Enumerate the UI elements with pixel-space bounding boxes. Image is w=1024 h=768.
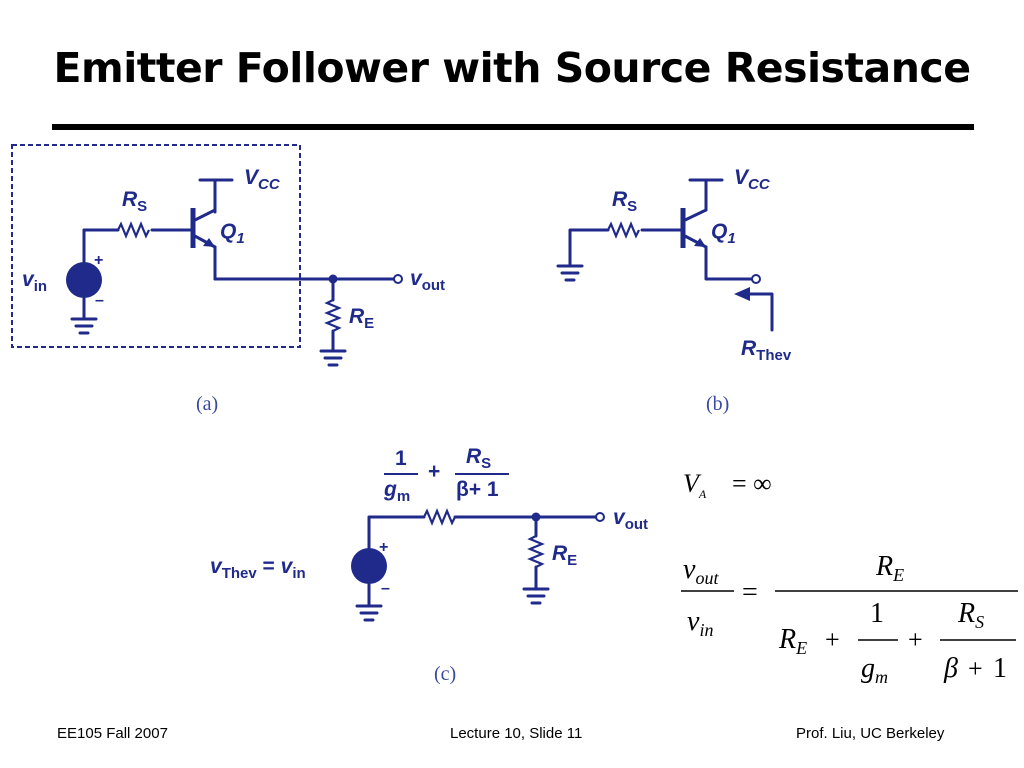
output-terminal-b — [751, 274, 761, 284]
source-top-wire-c — [367, 515, 426, 550]
frac1-denominator: gm — [383, 478, 410, 505]
vin-label-a: vin — [22, 268, 47, 295]
va-rhs: = ∞ — [732, 469, 772, 498]
rs-lead-left-b — [568, 228, 610, 267]
q1-label-b: Q1 — [711, 220, 736, 247]
footer-course: EE105 Fall 2007 — [57, 725, 168, 742]
circuit-c: 1 gm + RS β+ 1 vout RE + – — [210, 445, 648, 685]
vin-source-a — [66, 262, 102, 298]
q1-label-a: Q1 — [220, 220, 245, 247]
frac1-numerator: 1 — [395, 447, 407, 470]
gain-den-beta: β — [943, 653, 958, 684]
vcc-label-b: VCC — [734, 166, 771, 193]
emitter-output-wire-b — [704, 245, 754, 281]
gain-equation: vout vin = RE RE + 1 gm + RS β + 1 — [681, 551, 1018, 687]
source-minus-c: – — [381, 580, 390, 597]
vthev-source-c — [351, 548, 387, 584]
rthev-label-b: RThev — [741, 337, 792, 364]
circuit-b: VCC Q1 RS RThev (b) — [556, 166, 792, 415]
slide-title: Emitter Follower with Source Resistance — [53, 44, 971, 92]
q1-emitter-arrow-a — [203, 238, 215, 247]
gain-den-re: RE — [778, 624, 807, 658]
gain-den-gm: gm — [861, 653, 888, 687]
gain-den-beta-one: 1 — [993, 653, 1007, 684]
ground-icon — [522, 587, 550, 605]
re-resistor-c — [527, 535, 545, 568]
gain-den-plus3: + — [968, 654, 983, 683]
gain-den-rs: RS — [957, 598, 984, 632]
rs-label-b: RS — [612, 188, 637, 215]
footer-author: Prof. Liu, UC Berkeley — [796, 725, 945, 742]
vcc-label-a: VCC — [244, 166, 281, 193]
gain-lhs-numerator: vout — [683, 554, 719, 588]
caption-b: (b) — [706, 393, 729, 415]
footer-slide-number: Lecture 10, Slide 11 — [450, 725, 583, 742]
output-terminal-c — [595, 512, 605, 522]
rs-resistor-b — [607, 221, 640, 239]
vthev-label-c: vThev = vin — [210, 555, 306, 582]
caption-a: (a) — [196, 393, 218, 415]
gain-den-plus1: + — [825, 625, 840, 654]
gain-rhs-numerator: RE — [875, 551, 904, 585]
re-label-c: RE — [552, 542, 577, 569]
frac2-denominator: β+ 1 — [456, 478, 499, 501]
frac2-numerator: RS — [466, 445, 491, 472]
gain-equals: = — [742, 577, 758, 608]
rthev-arrow-head — [734, 287, 750, 301]
source-minus-a: – — [95, 292, 104, 309]
gain-lhs-denominator: vin — [687, 606, 713, 640]
q1-emitter-arrow-b — [694, 238, 706, 247]
output-terminal-a — [393, 274, 403, 284]
gain-den-one: 1 — [870, 598, 884, 629]
rs-label-a: RS — [122, 188, 147, 215]
source-plus-a: + — [94, 252, 103, 269]
circuit-a: VCC Q1 RS + – vin vout RE — [11, 144, 445, 415]
ground-icon — [355, 604, 383, 622]
re-resistor-a — [324, 299, 342, 332]
ground-icon — [70, 317, 98, 335]
title-divider — [52, 124, 974, 130]
caption-c: (c) — [434, 663, 456, 685]
rthev-arrow-line — [744, 292, 774, 332]
gain-den-plus2: + — [908, 625, 923, 654]
vout-label-c: vout — [613, 506, 648, 533]
dashed-boundary-box — [11, 144, 301, 348]
ground-icon — [556, 264, 584, 282]
va-equation: VA = ∞ — [683, 469, 772, 501]
rs-resistor-a — [117, 221, 150, 239]
thev-resistor-c — [423, 508, 456, 526]
source-plus-c: + — [379, 539, 388, 556]
va-lhs: VA — [683, 469, 707, 501]
ground-icon — [319, 349, 347, 367]
re-label-a: RE — [349, 305, 374, 332]
vout-label-a: vout — [410, 267, 445, 294]
q1-collector-b — [681, 208, 708, 223]
q1-collector-a — [191, 208, 217, 223]
frac-plus: + — [428, 460, 440, 483]
